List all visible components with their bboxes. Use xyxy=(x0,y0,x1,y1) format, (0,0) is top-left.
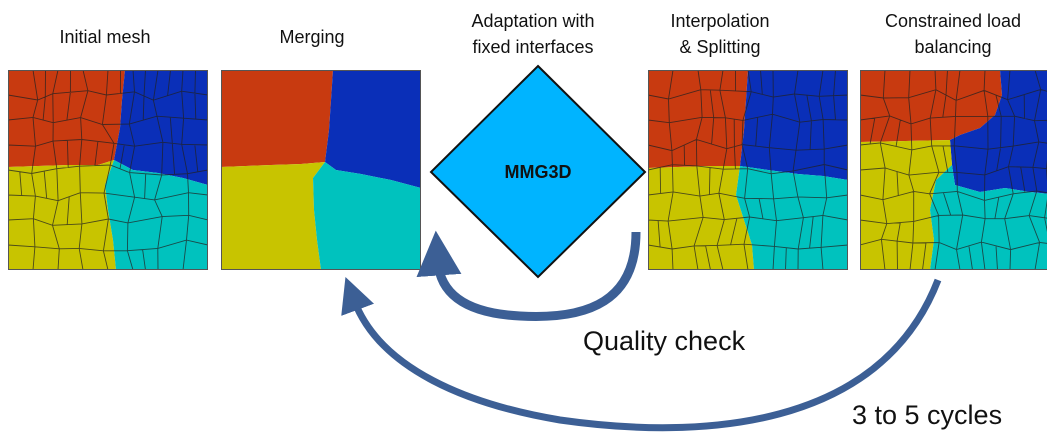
mmg3d-diamond xyxy=(429,64,647,279)
region-cyan xyxy=(930,165,1047,270)
region-red xyxy=(221,70,333,167)
region-cyan xyxy=(313,162,421,270)
cycles-label: 3 to 5 cycles xyxy=(852,400,1003,430)
mmg3d-label: MMG3D xyxy=(505,162,572,182)
mesh-edge-lines xyxy=(8,70,208,270)
constrained-label: Constrained load balancing xyxy=(884,11,1022,57)
interpolation-label: Interpolation & Splitting xyxy=(670,11,770,57)
mesh-edges xyxy=(8,70,208,270)
region-cyan xyxy=(736,166,848,270)
cycles-arrow xyxy=(341,277,942,432)
adaptation-label: Adaptation with fixed interfaces xyxy=(471,11,595,57)
mesh-edges xyxy=(860,70,1047,270)
region-blue xyxy=(950,70,1047,194)
merging-label: Merging xyxy=(279,27,345,47)
initial-mesh-panel xyxy=(8,70,208,270)
mesh-edge-lines xyxy=(648,70,848,270)
interpolation-panel xyxy=(648,70,848,270)
region-yellow xyxy=(860,140,952,270)
region-red xyxy=(648,70,748,168)
region-blue xyxy=(325,70,421,188)
region-blue xyxy=(740,70,848,180)
initial-mesh-label: Initial mesh xyxy=(59,27,151,47)
region-cyan xyxy=(105,160,208,270)
quality-check-arrow xyxy=(416,230,641,321)
mesh-edge-lines xyxy=(860,70,1047,270)
region-yellow xyxy=(221,162,325,270)
merging-panel xyxy=(221,70,421,270)
mesh-edges xyxy=(648,70,848,270)
quality-check-label: Quality check xyxy=(583,326,746,356)
constrained-panel xyxy=(860,70,1047,270)
region-red xyxy=(860,70,1002,142)
